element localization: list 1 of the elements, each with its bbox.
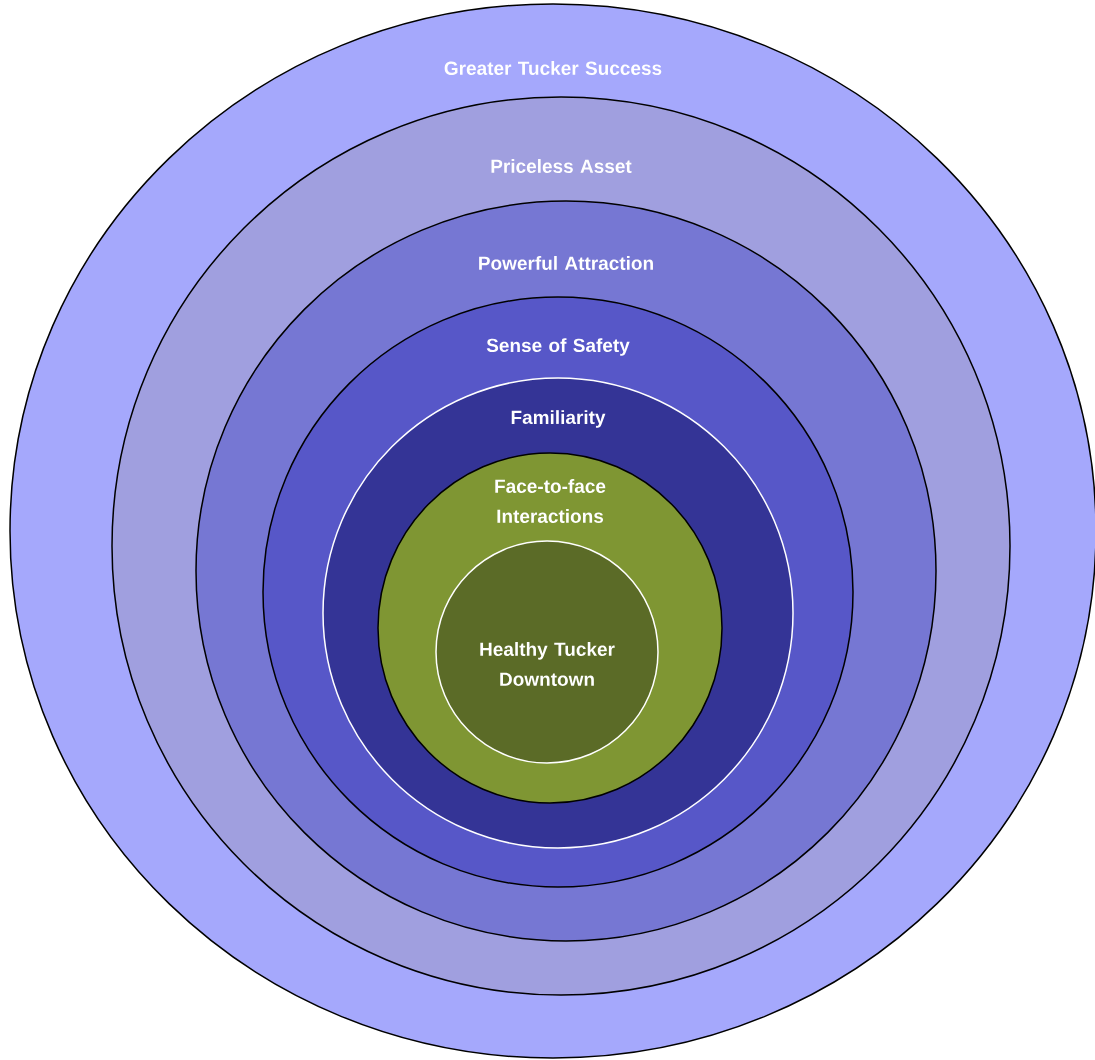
ring: Healthy Tucker Downtown — [435, 540, 659, 764]
